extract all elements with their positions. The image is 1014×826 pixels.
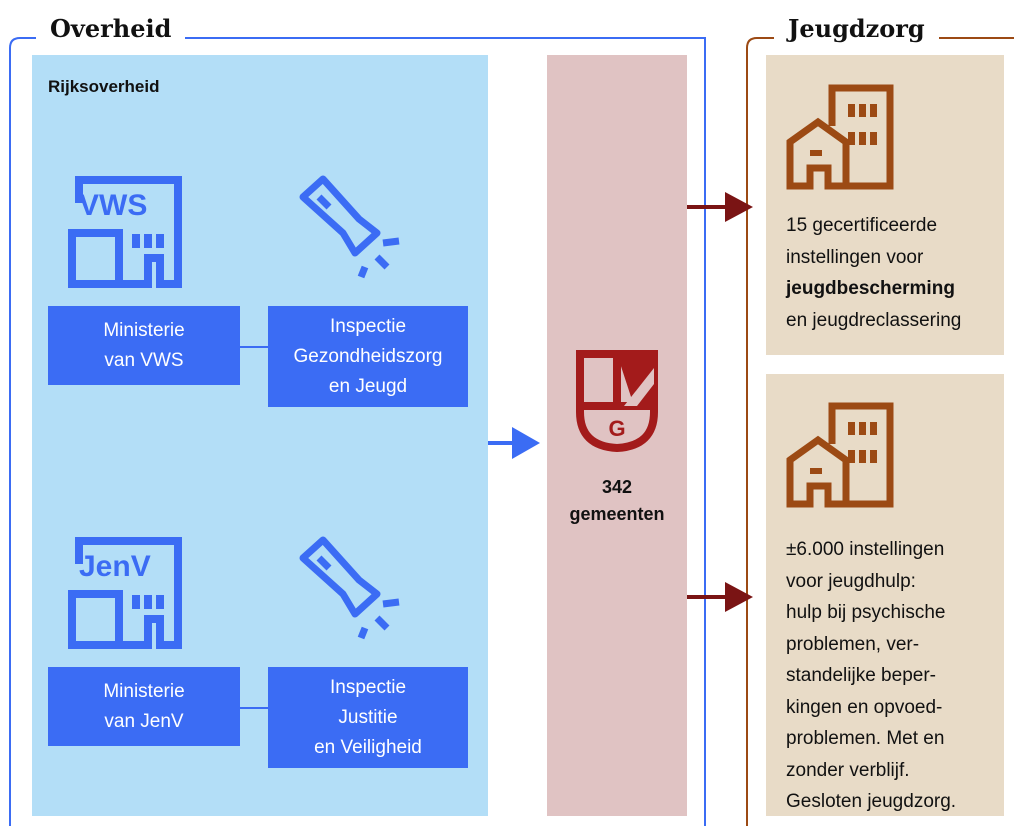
municipalities-count: 342 [601,477,633,497]
youth-help-institutions-text: ±6.000 instellingen voor jeugdhulp: hulp… [786,539,957,812]
protection-text-before: 15 gecertificeerde instellingen voor [786,215,938,268]
flashlight-icon [299,175,400,279]
municipalities-word: gemeenten [569,504,665,524]
municipalities-label: 342 gemeenten [547,474,687,528]
building-icon [786,402,894,508]
inspection-box-igj: Inspectie Gezondheidszorg en Jeugd [268,306,468,407]
connector-line [240,346,268,348]
ministry-box-jenv: Ministerie van JenV [48,667,240,746]
arrow-right-icon [488,427,540,459]
arrow-right-icon [687,582,753,612]
ministry-building-icon: VWS [68,176,182,288]
protection-institutions-card [766,55,1004,355]
municipality-shield-icon: G [576,350,658,452]
protection-text-after: en jeugdreclassering [786,309,962,331]
connector-line [240,707,268,709]
government-group-title: Overheid [36,14,186,44]
flashlight-icon [299,536,400,640]
protection-institutions-text: 15 gecertificeerde instellingen voor jeu… [786,210,1000,336]
arrow-right-icon [687,192,753,222]
ministry-building-icon: JenV [68,537,182,649]
shield-letter: G [608,416,625,441]
protection-text-bold: jeugdbescherming [786,278,955,299]
building-icon [786,84,894,190]
municipalities-panel [547,55,687,816]
ministry-box-vws: Ministerie van VWS [48,306,240,385]
inspection-box-jenv: Inspectie Justitie en Veiligheid [268,667,468,768]
youth-care-group-title: Jeugdzorg [774,14,939,44]
ministry-icon-label: JenV [79,550,151,583]
ministry-icon-label: VWS [79,189,147,222]
central-government-label: Rijksoverheid [48,77,160,96]
